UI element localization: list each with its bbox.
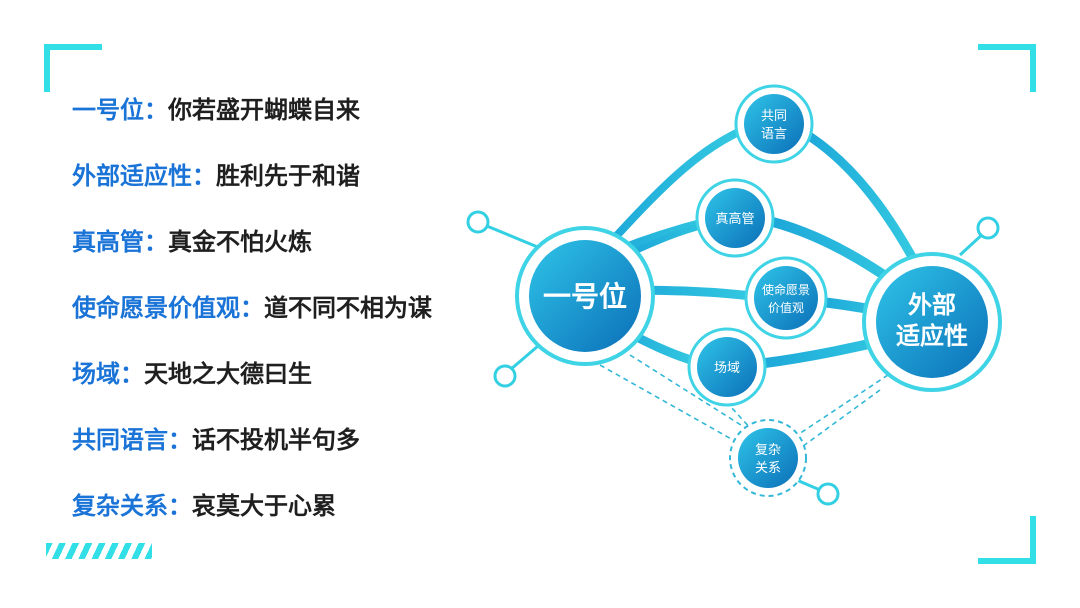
network-diagram: 一号位 外部 适应性 共同 语言 真高管 使命愿景 价值观 场域 复杂 关系 [466, 84, 1002, 506]
node-common-language: 共同 语言 [734, 84, 814, 164]
node-mission-vision-values: 使命愿景 价值观 [744, 256, 828, 340]
item-value: 话不投机半句多 [192, 426, 360, 454]
list-item: 共同语言：话不投机半句多 [72, 420, 432, 486]
item-key: 复杂关系 [72, 492, 168, 520]
item-value: 道不同不相为谋 [264, 294, 432, 322]
item-key: 场域 [72, 360, 120, 388]
node-true-executives: 真高管 [695, 178, 775, 258]
node-complex-relations: 复杂 关系 [729, 419, 807, 497]
hub-external-adaptability: 外部 适应性 [862, 252, 1002, 392]
hub-left-label: 一号位 [543, 280, 627, 313]
item-value: 胜利先于和谐 [216, 162, 360, 190]
item-separator: ： [144, 96, 168, 124]
item-key: 外部适应性 [72, 162, 192, 190]
node-field: 场域 [687, 327, 767, 407]
item-key: 共同语言 [72, 426, 168, 454]
node-label: 真高管 [715, 211, 754, 227]
satellite-knobs [466, 210, 1000, 506]
item-separator: ： [240, 294, 264, 322]
node-label-line1: 使命愿景 [762, 282, 810, 297]
corner-bracket-top-left [44, 44, 102, 92]
item-separator: ： [120, 360, 144, 388]
hub-right-label-line2: 适应性 [896, 322, 968, 350]
item-value: 哀莫大于心累 [192, 492, 336, 520]
item-separator: ： [168, 426, 192, 454]
item-value: 天地之大德曰生 [144, 360, 312, 388]
hub-right-label-line1: 外部 [908, 291, 956, 319]
item-separator: ： [192, 162, 216, 190]
dashed-links [599, 354, 904, 453]
item-key: 使命愿景价值观 [72, 294, 240, 322]
item-separator: ： [168, 492, 192, 520]
list-item: 真高管：真金不怕火炼 [72, 222, 432, 288]
list-item: 场域：天地之大德曰生 [72, 354, 432, 420]
node-label-line2: 语言 [761, 127, 787, 142]
node-label-line2: 关系 [755, 461, 781, 476]
list-item: 复杂关系：哀莫大于心累 [72, 486, 432, 552]
item-key: 真高管 [72, 228, 144, 256]
list-item: 一号位：你若盛开蝴蝶自来 [72, 90, 432, 156]
item-key: 一号位 [72, 96, 144, 124]
hub-yihaowei: 一号位 [515, 226, 655, 366]
item-value: 真金不怕火炼 [168, 228, 312, 256]
node-label-line1: 共同 [761, 109, 787, 124]
corner-bracket-top-right [978, 44, 1036, 92]
hatch-stripes-decoration [46, 543, 152, 559]
list-item: 使命愿景价值观：道不同不相为谋 [72, 288, 432, 354]
list-item: 外部适应性：胜利先于和谐 [72, 156, 432, 222]
node-label-line2: 价值观 [768, 300, 804, 315]
principles-list: 一号位：你若盛开蝴蝶自来 外部适应性：胜利先于和谐 真高管：真金不怕火炼 使命愿… [72, 90, 432, 552]
item-separator: ： [144, 228, 168, 256]
corner-bracket-bottom-right [978, 516, 1036, 564]
node-label: 场域 [714, 361, 740, 376]
node-label-line1: 复杂 [755, 443, 781, 458]
item-value: 你若盛开蝴蝶自来 [168, 96, 360, 124]
